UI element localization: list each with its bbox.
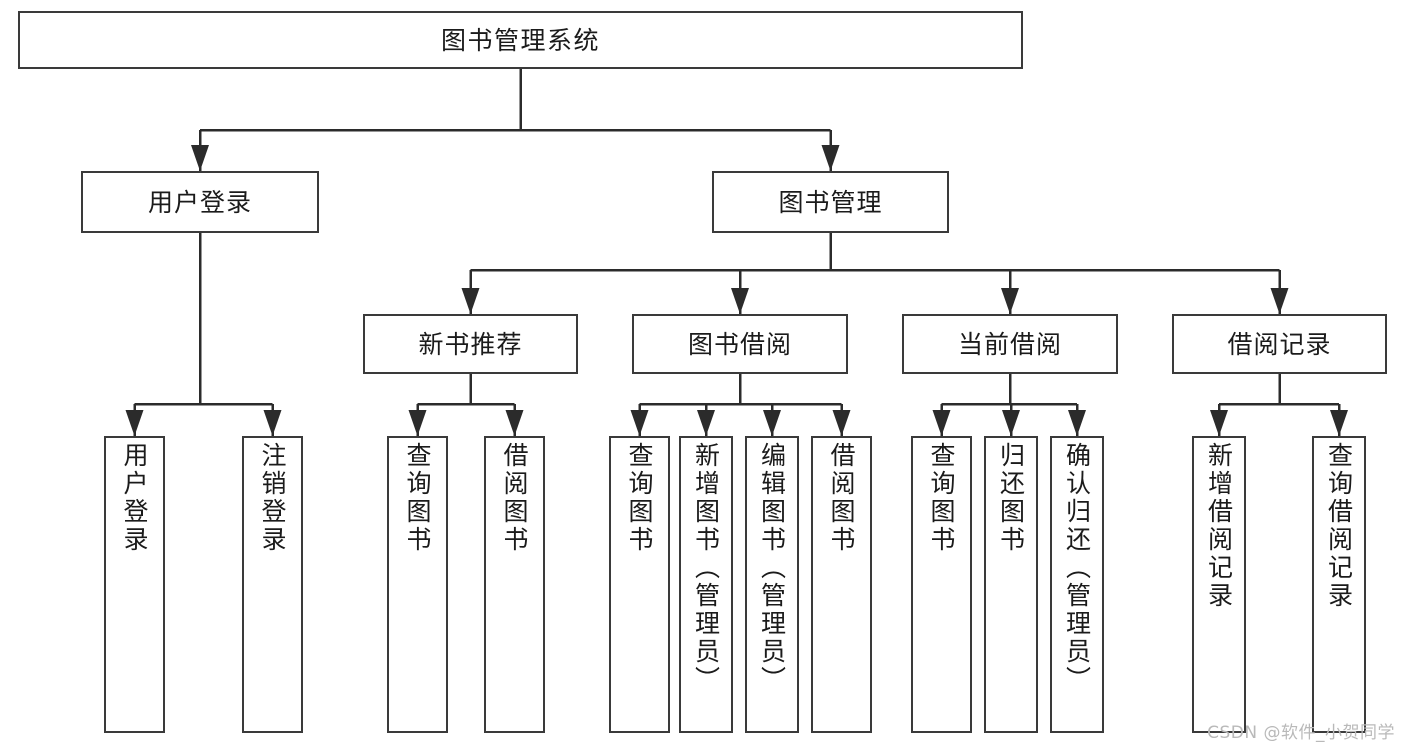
arrowhead-leaf-add-book (697, 410, 715, 436)
node-leaf-logout: 注销登录 (242, 436, 303, 733)
node-label-user-login: 用户登录 (147, 187, 252, 217)
arrowhead-leaf-query-book-2 (630, 410, 649, 436)
arrowhead-leaf-query-record (1330, 410, 1348, 436)
node-label-current-borrow: 当前借阅 (957, 329, 1062, 359)
arrowhead-current-borrow (1001, 288, 1019, 314)
node-label-root: 图书管理系统 (440, 25, 600, 55)
arrowhead-leaf-borrow-book-2 (832, 410, 851, 436)
node-label-book-borrow: 图书借阅 (687, 329, 792, 359)
node-current-borrow: 当前借阅 (902, 314, 1118, 374)
node-borrow-record: 借阅记录 (1172, 314, 1387, 374)
node-leaf-user-login: 用户登录 (104, 436, 165, 733)
arrowhead-leaf-logout (263, 410, 282, 436)
node-leaf-query-book-1: 查询图书 (387, 436, 448, 733)
node-leaf-borrow-book-1: 借阅图书 (484, 436, 545, 733)
node-label-book-manage: 图书管理 (778, 187, 883, 217)
arrowhead-leaf-user-login (125, 410, 144, 436)
node-label-borrow-record: 借阅记录 (1227, 329, 1332, 359)
node-leaf-add-book: 新增图书（管理员） (679, 436, 733, 733)
arrowhead-book-manage (821, 145, 840, 171)
node-book-manage: 图书管理 (712, 171, 949, 233)
arrowhead-leaf-query-book-1 (408, 410, 427, 436)
node-label-leaf-return-book: 归还图书 (996, 442, 1026, 554)
arrowhead-new-book-recommend (461, 288, 480, 314)
node-label-leaf-user-login: 用户登录 (120, 442, 149, 554)
node-label-leaf-logout: 注销登录 (258, 442, 287, 554)
node-label-leaf-query-book-2: 查询图书 (625, 442, 654, 554)
node-new-book-recommend: 新书推荐 (363, 314, 578, 374)
node-leaf-edit-book: 编辑图书（管理员） (745, 436, 799, 733)
node-label-leaf-add-book: 新增图书（管理员） (691, 442, 721, 694)
node-label-leaf-edit-book: 编辑图书（管理员） (757, 442, 787, 694)
node-leaf-borrow-book-2: 借阅图书 (811, 436, 872, 733)
node-leaf-query-record: 查询借阅记录 (1312, 436, 1366, 733)
node-user-login: 用户登录 (81, 171, 319, 233)
arrowhead-leaf-add-record (1210, 410, 1228, 436)
node-label-leaf-add-record: 新增借阅记录 (1204, 442, 1234, 610)
node-label-leaf-borrow-book-2: 借阅图书 (827, 442, 856, 554)
node-label-leaf-query-book-1: 查询图书 (403, 442, 432, 554)
arrowhead-leaf-query-book-3 (932, 410, 951, 436)
arrowhead-book-borrow (731, 288, 749, 314)
node-label-new-book-recommend: 新书推荐 (418, 329, 523, 359)
node-leaf-query-book-3: 查询图书 (911, 436, 972, 733)
node-book-borrow: 图书借阅 (632, 314, 848, 374)
arrowhead-user-login (191, 145, 209, 171)
node-root: 图书管理系统 (18, 11, 1023, 69)
arrowhead-leaf-return-book (1002, 410, 1020, 436)
arrowhead-borrow-record (1270, 288, 1289, 314)
arrowhead-leaf-edit-book (763, 410, 781, 436)
node-leaf-return-book: 归还图书 (984, 436, 1038, 733)
node-label-leaf-query-book-3: 查询图书 (927, 442, 956, 554)
node-label-leaf-confirm-return: 确认归还（管理员） (1062, 442, 1092, 694)
arrowhead-leaf-borrow-book-1 (505, 410, 524, 436)
node-leaf-query-book-2: 查询图书 (609, 436, 670, 733)
node-label-leaf-borrow-book-1: 借阅图书 (500, 442, 529, 554)
node-leaf-confirm-return: 确认归还（管理员） (1050, 436, 1104, 733)
node-label-leaf-query-record: 查询借阅记录 (1324, 442, 1354, 610)
arrowhead-leaf-confirm-return (1068, 410, 1086, 436)
node-leaf-add-record: 新增借阅记录 (1192, 436, 1246, 733)
